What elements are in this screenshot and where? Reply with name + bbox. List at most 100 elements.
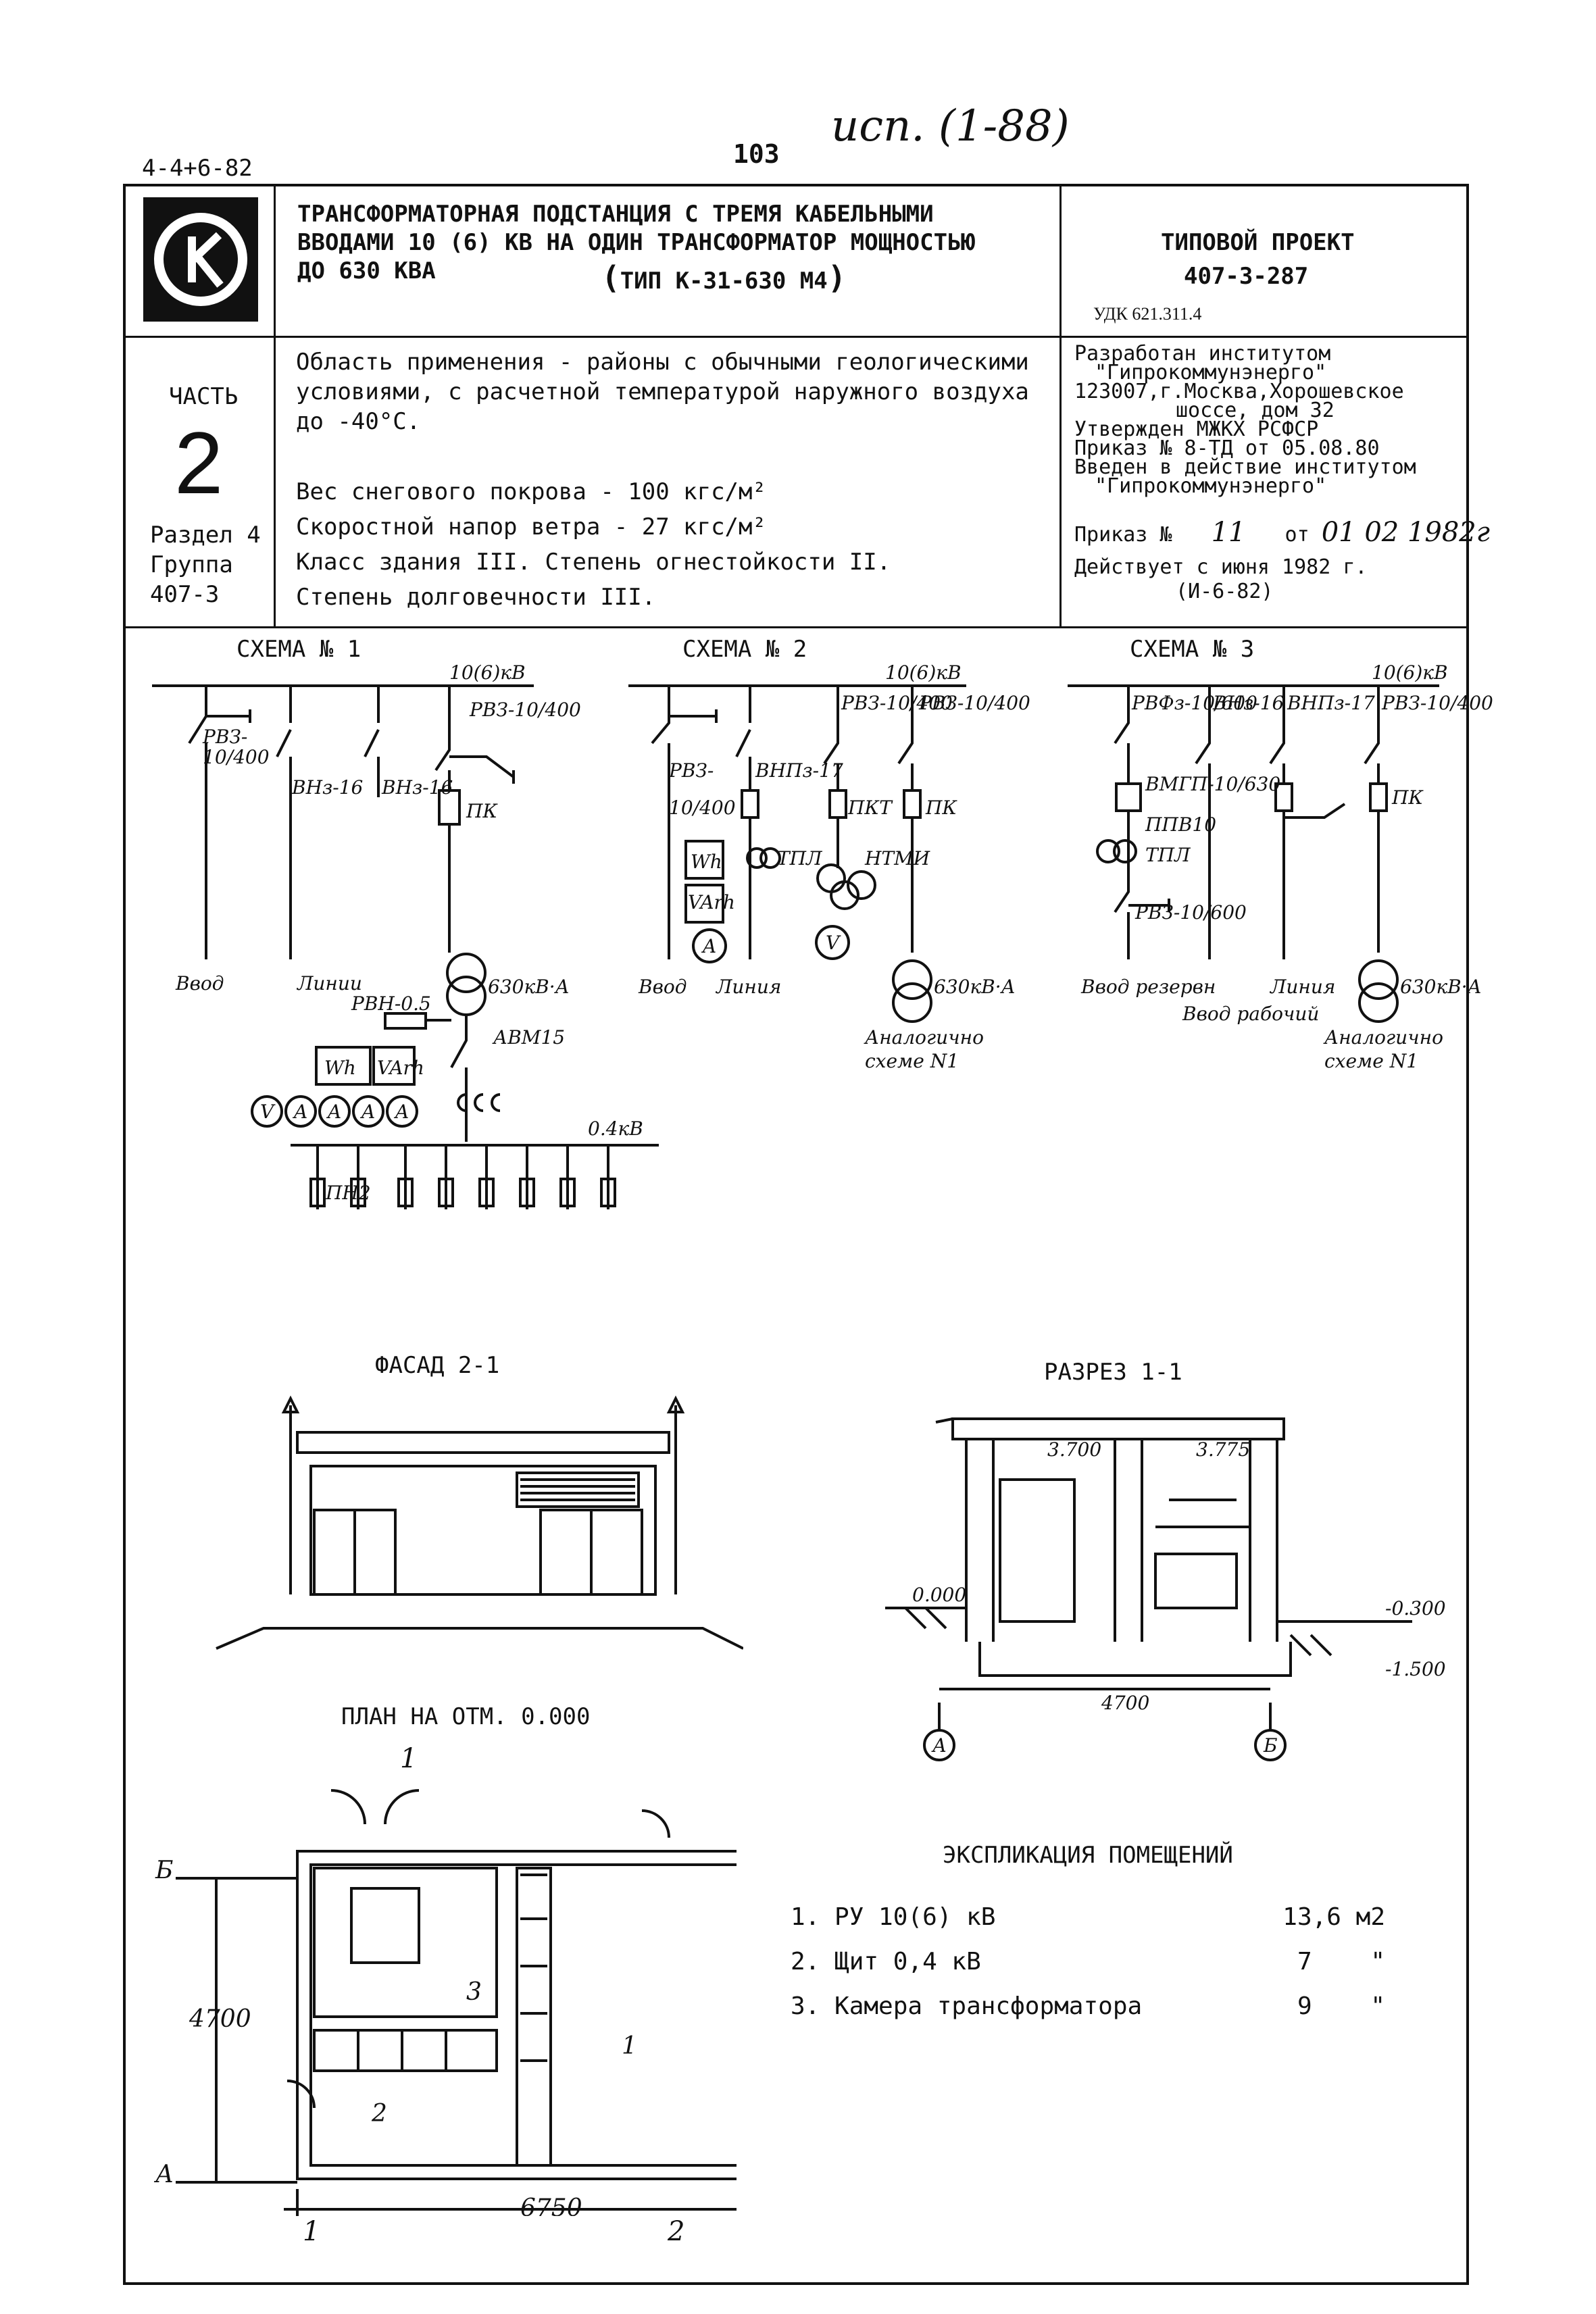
s3-liniya: Линия <box>1269 976 1335 998</box>
s2-varh: VArh <box>688 891 735 913</box>
explication-row: 2. Щит 0,4 кВ 7 " <box>791 1940 1385 1984</box>
scheme-1-title: СХЕМА № 1 <box>236 636 361 663</box>
valid-line: (И-6-82) <box>1176 580 1274 603</box>
s2-vvod: Ввод <box>638 976 687 998</box>
s2-note-1: Аналогично <box>864 1026 984 1049</box>
plan-room-3: 3 <box>466 1978 482 2006</box>
s2-label-rvz2: РВЗ-10/400 <box>841 692 953 714</box>
section-line: 407-3 <box>150 581 220 608</box>
spec-text: Вес снегового покрова - 100 кгс/м² Скоро… <box>296 474 891 615</box>
s3-label-vnp: ВНПз-17 <box>1287 692 1375 714</box>
s2-label-rvz1b: 10/400 <box>669 797 736 819</box>
s3-label-ppv: ППВ10 <box>1145 813 1216 836</box>
scheme-3-title: СХЕМА № 3 <box>1130 636 1255 663</box>
s2-liniya: Линия <box>715 976 781 998</box>
s3-vvod-rab: Ввод рабочий <box>1182 1003 1319 1025</box>
s3-note-1: Аналогично <box>1323 1026 1443 1049</box>
explication-title: ЭКСПЛИКАЦИЯ ПОМЕЩЕНИЙ <box>943 1842 1233 1869</box>
s1-fuse: ПН2 <box>325 1182 371 1204</box>
s1-vvod: Ввод <box>175 972 224 995</box>
title-divider-1 <box>123 336 1469 338</box>
spec-line: Степень долговечности III. <box>296 584 656 611</box>
plan-axis-a: А <box>153 2161 174 2188</box>
s1-varh: VArh <box>377 1057 424 1079</box>
level-3700: 3.700 <box>1047 1438 1101 1461</box>
s1-inst-a2: A <box>326 1101 341 1123</box>
s3-label-rvz2: РВЗ-10/600 <box>1134 901 1247 924</box>
s1-lv-bus: 0.4кВ <box>588 1117 643 1140</box>
s3-label-rvf: РВФз-10/600 <box>1131 692 1257 714</box>
s1-label-pk: ПК <box>466 800 498 822</box>
title-col-2 <box>1059 184 1062 628</box>
s1-wh: Wh <box>324 1057 356 1079</box>
udk: УДК 621.311.4 <box>1093 304 1202 324</box>
s2-label-rvz1: РВЗ- <box>668 759 714 782</box>
explication-table: 1. РУ 10(6) кВ 13,6 м2 2. Щит 0,4 кВ 7 "… <box>791 1895 1385 2029</box>
s2-label-vnp: ВНПз-17 <box>755 759 843 782</box>
room-name: 3. Камера трансформатора <box>791 1992 1143 2020</box>
s2-label-pk: ПК <box>925 797 957 819</box>
s2-label-rvz3: РВЗ-10/400 <box>918 692 1030 714</box>
developer-text: Разработан институтом "Гипрокоммунэнерго… <box>1074 342 1416 498</box>
logo <box>143 197 258 322</box>
plan-depth: 4700 <box>189 2005 251 2033</box>
s2-label-ntmi: НТМИ <box>864 847 930 870</box>
s1-label-rvz1b: 10/400 <box>203 746 270 768</box>
order-line: Приказ № 11 от 01 02 1982г <box>1074 517 1490 548</box>
spec-line: Класс здания III. Степень огнестойкости … <box>296 549 891 576</box>
s2-label-tpl: ТПЛ <box>777 847 822 870</box>
plan-width: 6750 <box>520 2194 582 2216</box>
plan-room-1: 1 <box>622 2032 637 2060</box>
section-drawing: 3.700 3.775 0.000 -0.300 -1.500 4700 А Б <box>885 1417 1446 1761</box>
order-date-prefix: от <box>1285 523 1310 547</box>
s2-wh: Wh <box>691 851 722 873</box>
application-line: Область применения - районы с обычными г… <box>296 349 1029 376</box>
developer-line: "Гипрокоммунэнерго" <box>1095 474 1327 498</box>
section-info: Раздел 4 Группа 407-3 <box>150 520 261 609</box>
s2-bus-label: 10(6)кВ <box>885 661 962 684</box>
s3-label-pk: ПК <box>1391 786 1424 809</box>
plan-axis-b: Б <box>155 1857 173 1884</box>
single-line-diagrams: 10(6)кВ РВЗ- 10/400 ВНз-16 ВНз-16 РВЗ-10… <box>152 661 1493 1209</box>
s1-label-rvz2: РВЗ-10/400 <box>469 699 581 721</box>
s1-linii: Линии <box>296 972 362 995</box>
section-title: РАЗРЕЗ 1-1 <box>1044 1359 1182 1386</box>
s3-transformer: 630кВ·А <box>1400 976 1482 998</box>
developer-line: 123007,г.Москва,Хорошевское <box>1074 380 1404 403</box>
s3-note-2: схеме N1 <box>1324 1050 1418 1072</box>
section-axis-a: А <box>931 1734 947 1757</box>
s1-inst-v: V <box>260 1101 276 1123</box>
s1-label-rvz1: РВЗ- <box>202 726 247 748</box>
developer-line: шоссе, дом 32 <box>1176 399 1335 422</box>
level-3775: 3.775 <box>1196 1438 1250 1461</box>
s3-vvod-rez: Ввод резервн <box>1080 976 1216 998</box>
developer-line: Разработан институтом <box>1074 342 1331 366</box>
s2-inst-a: A <box>701 935 716 957</box>
s3-label-tpl: ТПЛ <box>1145 844 1191 866</box>
spec-line: Вес снегового покрова - 100 кгс/м² <box>296 478 766 505</box>
plan-axis-2: 2 <box>668 2216 685 2247</box>
type-label: (ТИП К-31-630 М4) <box>601 259 847 296</box>
plan-axis-1: 1 <box>303 2216 320 2247</box>
spec-line: Скоростной напор ветра - 27 кгс/м² <box>296 513 766 540</box>
level-m0300: -0.300 <box>1385 1597 1446 1619</box>
part-number: 2 <box>174 413 224 512</box>
project-number: 407-3-287 <box>1184 263 1309 290</box>
developer-line: Приказ № 8-ТД от 05.08.80 <box>1074 436 1380 460</box>
s2-transformer: 630кВ·А <box>934 976 1016 998</box>
room-name: 2. Щит 0,4 кВ <box>791 1948 981 1976</box>
room-area: 13,6 м2 <box>1282 1903 1385 1931</box>
application-line: условиями, с расчетной температурой нару… <box>296 378 1029 405</box>
level-0000: 0.000 <box>912 1584 966 1606</box>
room-name: 1. РУ 10(6) кВ <box>791 1903 996 1931</box>
plan-cut-label: 1 <box>400 1743 418 1774</box>
s1-label-vn1: ВНз-16 <box>291 776 363 799</box>
order-date: 01 02 1982г <box>1321 517 1490 548</box>
scheme-2-title: СХЕМА № 2 <box>682 636 807 663</box>
title-line: ВВОДАМИ 10 (6) КВ НА ОДИН ТРАНСФОРМАТОР … <box>297 229 976 256</box>
facade-title: ФАСАД 2-1 <box>375 1352 500 1379</box>
title-line: ДО 630 КВА <box>297 257 436 284</box>
level-m1500: -1.500 <box>1385 1658 1446 1680</box>
title-divider-2 <box>123 626 1469 628</box>
drawing-sheet <box>123 184 1469 2285</box>
